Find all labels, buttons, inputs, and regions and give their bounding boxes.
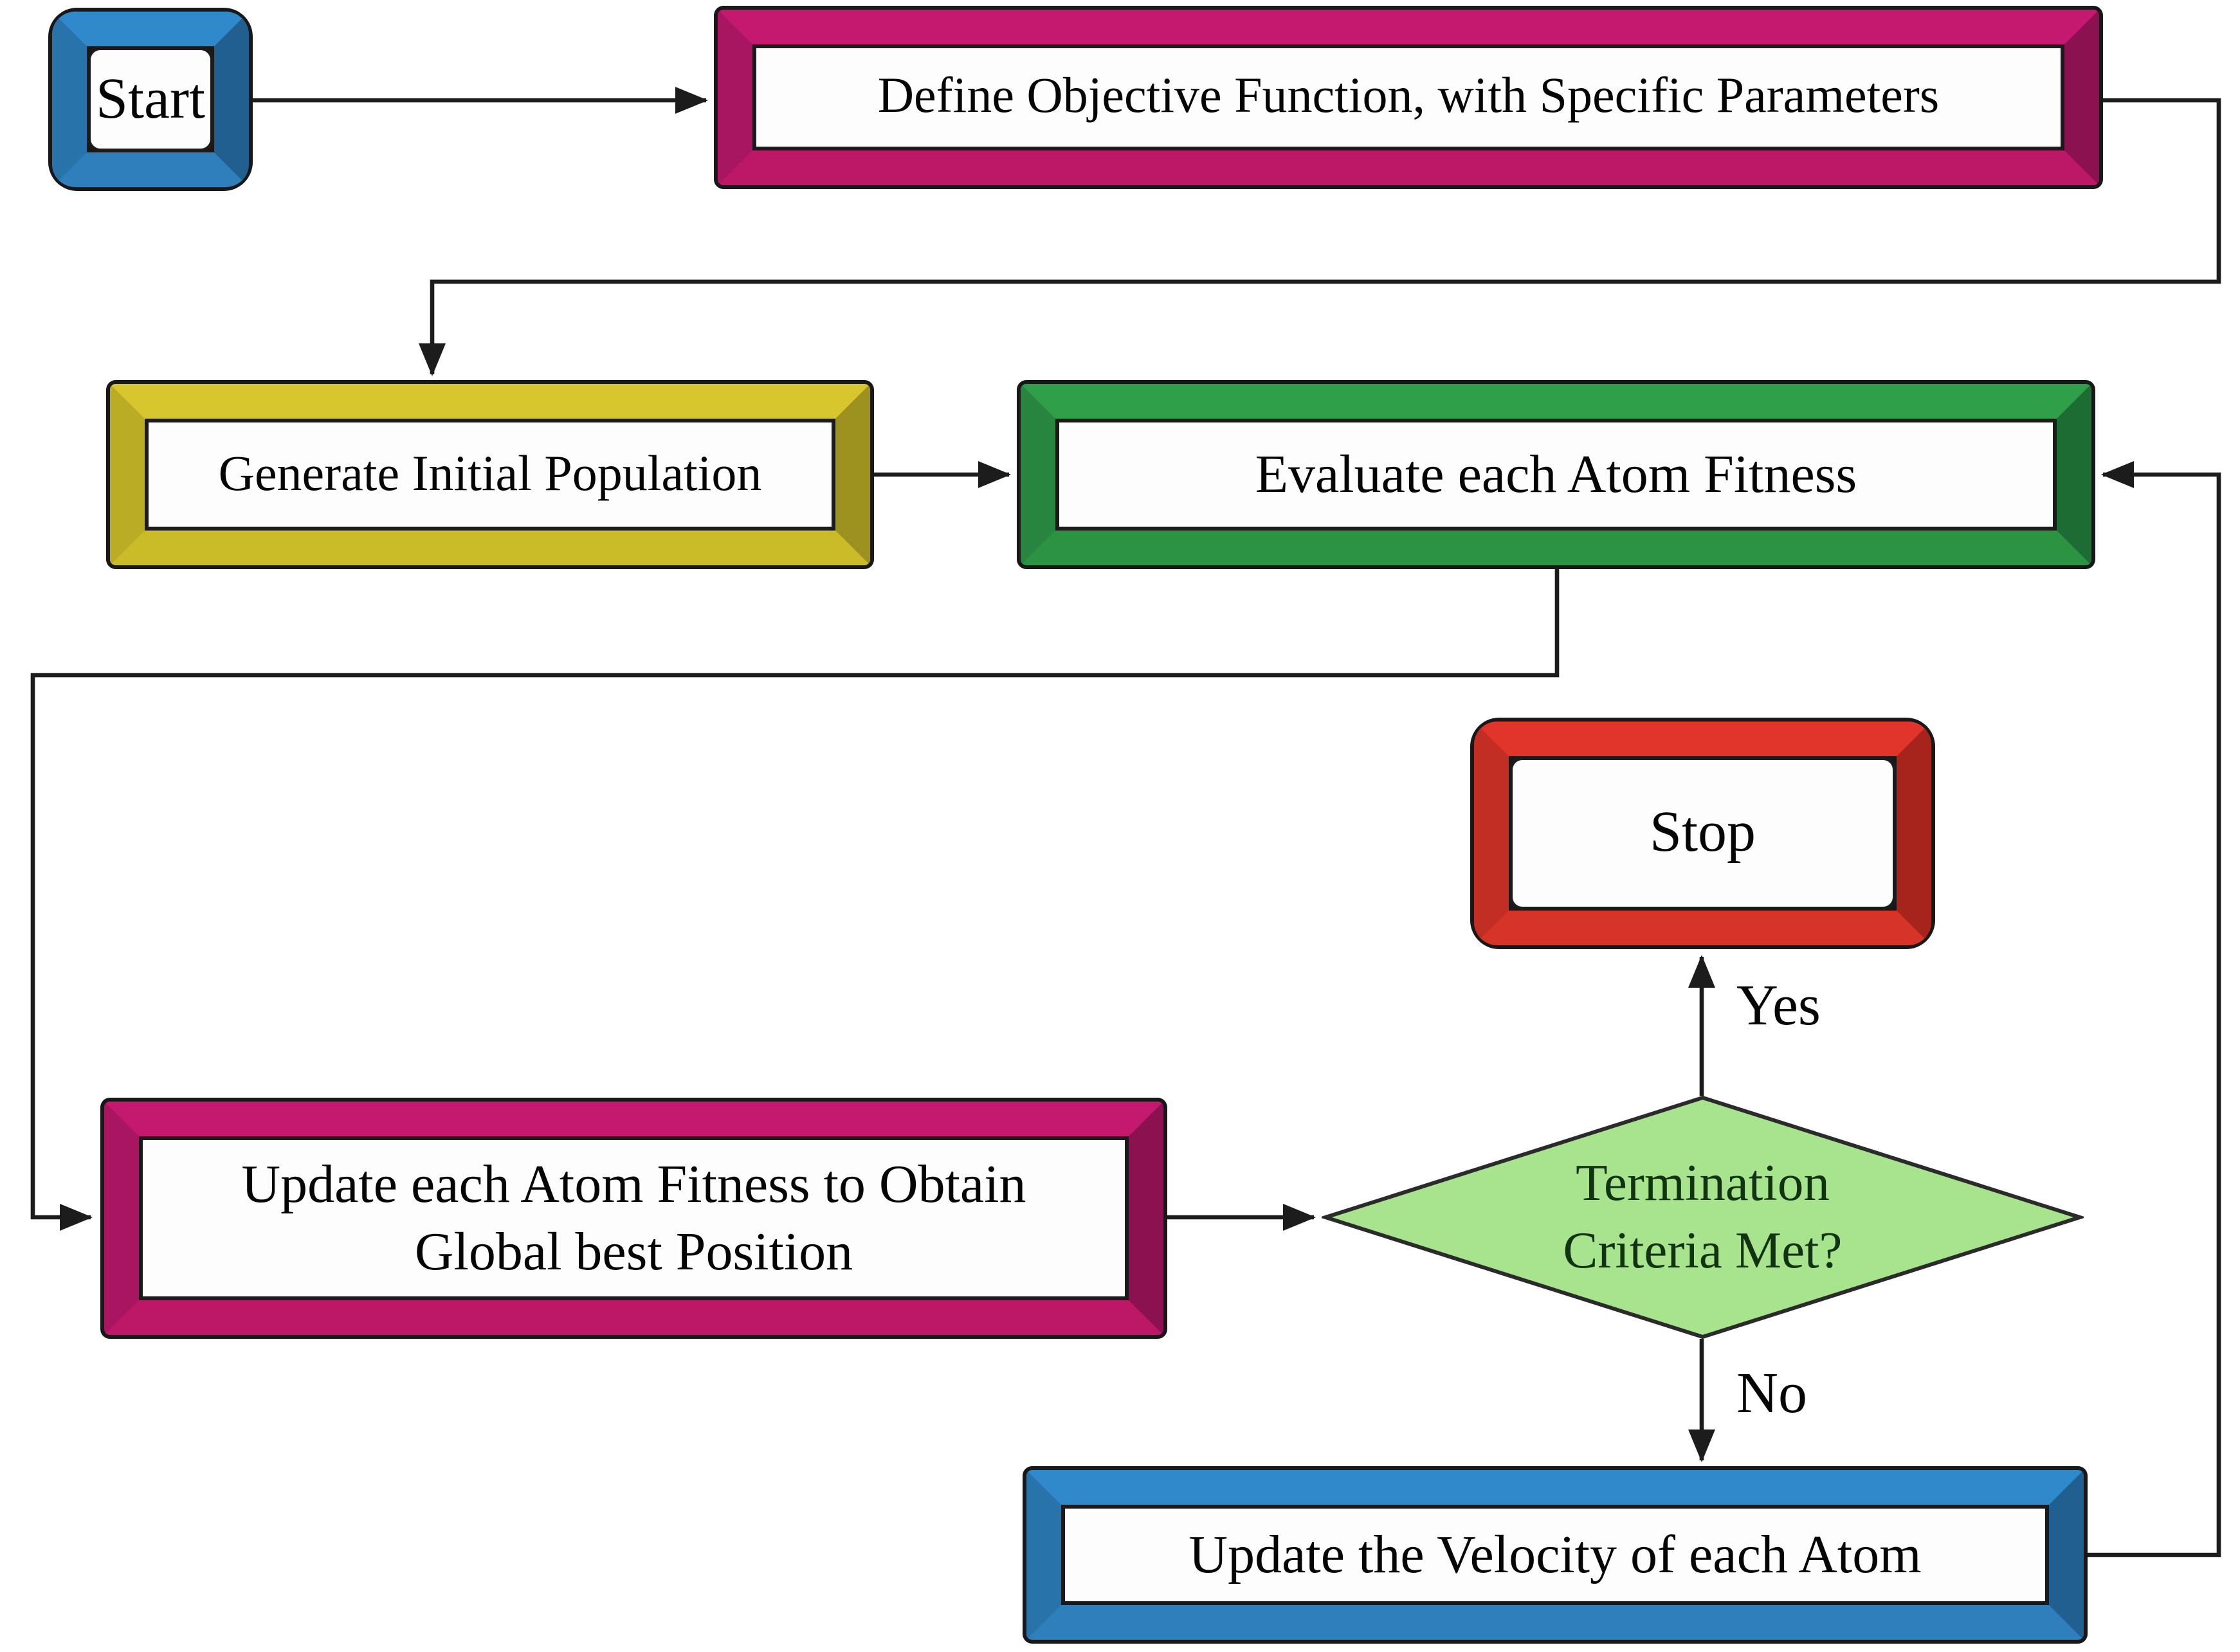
define-objective-label: Define Objective Function, with Specific… [877, 68, 1940, 124]
stop-label: Stop [1649, 801, 1756, 865]
update-fitness-label-line2: Global best Position [414, 1222, 853, 1282]
update-fitness-node: Update each Atom Fitness to Obtain Globa… [100, 1098, 1167, 1339]
evaluate-fitness-label: Evaluate each Atom Fitness [1255, 444, 1857, 505]
start-node-frame: Start [52, 12, 249, 187]
decision-diamond-shape [1322, 1096, 2084, 1339]
start-node: Start [48, 8, 253, 191]
define-objective-node-frame: Define Objective Function, with Specific… [718, 10, 2099, 185]
yes-edge-label: Yes [1736, 974, 1821, 1038]
start-label: Start [95, 67, 205, 131]
define-objective-node: Define Objective Function, with Specific… [714, 6, 2103, 189]
generate-population-label: Generate Initial Population [218, 445, 762, 502]
stop-node: Stop [1470, 718, 1935, 949]
termination-decision-label: Termination Criteria Met? [1322, 1096, 2084, 1339]
update-velocity-node-frame: Update the Velocity of each Atom [1026, 1470, 2084, 1640]
update-fitness-node-frame: Update each Atom Fitness to Obtain Globa… [104, 1102, 1163, 1335]
generate-population-node-frame: Generate Initial Population [110, 384, 870, 565]
generate-population-node: Generate Initial Population [106, 380, 874, 569]
termination-decision-label-line2: Criteria Met? [1563, 1221, 1843, 1279]
termination-decision-node [1322, 1096, 2084, 1339]
update-fitness-label-line1: Update each Atom Fitness to Obtain [241, 1154, 1026, 1215]
update-velocity-label: Update the Velocity of each Atom [1188, 1525, 1922, 1585]
stop-node-frame: Stop [1474, 722, 1931, 945]
no-edge-label: No [1736, 1362, 1808, 1426]
update-velocity-node: Update the Velocity of each Atom [1023, 1466, 2088, 1644]
evaluate-fitness-node-frame: Evaluate each Atom Fitness [1021, 384, 2091, 565]
edge-define-to-generate [419, 98, 2221, 376]
edge-update-velocity-to-evaluate-loop [2088, 461, 2221, 1557]
edge-evaluate-to-update-fitness [30, 569, 1560, 1231]
evaluate-fitness-node: Evaluate each Atom Fitness [1017, 380, 2095, 569]
termination-decision-label-line1: Termination [1576, 1153, 1830, 1212]
